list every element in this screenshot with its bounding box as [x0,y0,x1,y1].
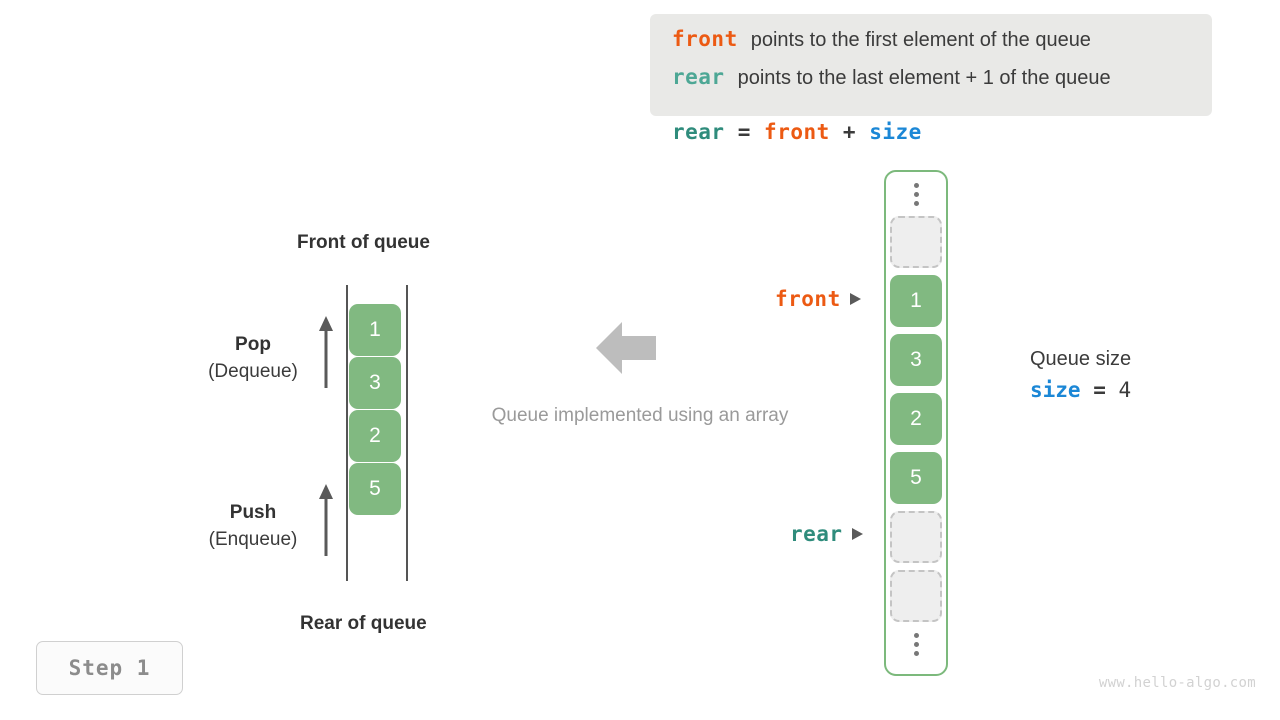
rear-pointer-label: rear [790,522,843,546]
legend-text-front: points to the first element of the queue [750,29,1091,51]
queue-cell-stack: 1 3 2 5 [349,304,401,515]
array-top-ellipsis-icon [913,172,919,216]
legend-line-rear: rear points to the last element + 1 of t… [672,65,1190,103]
push-arrow-up-icon [319,484,333,556]
equation-term-front: front [764,120,830,144]
array-cell-empty [890,511,942,563]
pop-operation-label: Pop (Dequeue) [188,332,318,386]
queue-cell: 2 [349,410,401,462]
size-operator-equals: = [1093,378,1106,402]
watermark: www.hello-algo.com [1098,675,1256,691]
pop-arrow-up-icon [319,316,333,388]
array-bottom-ellipsis-icon [913,622,919,666]
legend-keyword-rear: rear [672,65,725,89]
step-badge: Step 1 [36,641,183,695]
front-pointer: front [775,287,861,311]
array-cell: 1 [890,275,942,327]
array-cell-list: 1 3 2 5 [890,216,942,622]
queue-cell: 3 [349,357,401,409]
push-operation-label: Push (Enqueue) [188,500,318,554]
equation-operator-equals: = [737,120,751,144]
array-cell: 3 [890,334,942,386]
array-cell: 2 [890,393,942,445]
pointer-triangle-right-icon [849,293,861,305]
push-title: Push [229,502,277,523]
pop-title: Pop [235,334,271,355]
queue-cell: 5 [349,463,401,515]
pop-subtitle: (Dequeue) [208,361,298,382]
queue-rail-right [406,285,408,581]
equation-term-rear: rear [672,120,725,144]
rear-pointer: rear [790,522,863,546]
legend-box: front points to the first element of the… [650,14,1212,116]
array-cell: 5 [890,452,942,504]
queue-size-expression: size = 4 [1030,374,1131,406]
legend-text-rear: points to the last element + 1 of the qu… [737,67,1111,89]
queue-size-caption: Queue size [1030,348,1132,370]
size-value: 4 [1118,378,1132,402]
legend-line-front: front points to the first element of the… [672,27,1190,65]
legend-keyword-front: front [672,27,738,51]
array-container: 1 3 2 5 [884,170,948,676]
queue-size-annotation: Queue size size = 4 [1030,344,1131,406]
size-variable-label: size [1030,378,1081,402]
center-caption: Queue implemented using an array [491,405,789,426]
equation-operator-plus: + [842,120,857,144]
push-subtitle: (Enqueue) [208,529,298,550]
equation-term-size: size [869,120,922,144]
pointer-triangle-right-icon [851,528,863,540]
equation-rear-front-size: rear = front + size [672,120,922,144]
front-of-queue-label: Front of queue [297,232,430,253]
transform-arrow-left-icon [596,322,656,374]
queue-cell: 1 [349,304,401,356]
array-cell-empty [890,570,942,622]
array-cell-empty [890,216,942,268]
front-pointer-label: front [775,287,841,311]
rear-of-queue-label: Rear of queue [300,613,427,634]
queue-rail-left [346,285,348,581]
